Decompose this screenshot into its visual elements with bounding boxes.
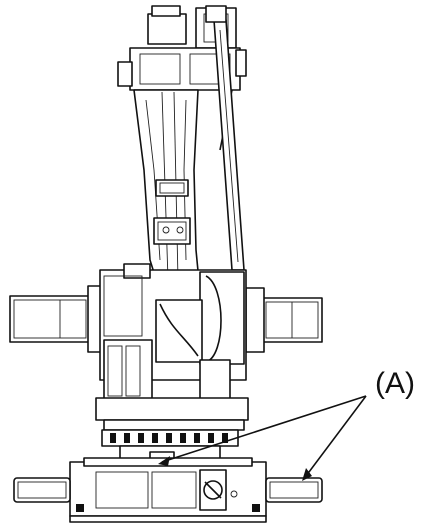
turntable: [101, 429, 239, 467]
main-arm-link: [133, 89, 201, 293]
callout-label-a: (A): [375, 367, 415, 400]
robot-base: [69, 457, 267, 523]
forklift-pocket-right: [265, 477, 323, 503]
left-motor: [9, 285, 105, 353]
forklift-pocket-left: [13, 477, 71, 503]
right-motor: [245, 287, 323, 353]
callout-leaders: [158, 395, 367, 481]
rotating-body: [95, 263, 249, 431]
